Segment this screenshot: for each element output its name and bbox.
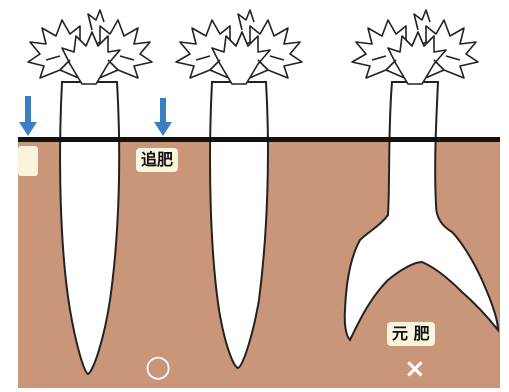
ground-line	[18, 137, 500, 142]
fertilizer-arrow-icon-2	[154, 98, 172, 136]
bad-mark: ×	[404, 356, 426, 382]
leaf-tuft-1	[28, 10, 152, 84]
fertilizer-arrow-icon-1	[19, 96, 37, 136]
leaf-tuft-3	[352, 10, 478, 84]
label-top-dressing: 追肥	[136, 148, 178, 172]
label-base-fertilizer: 元 肥	[387, 322, 435, 346]
soil-left-notch	[18, 146, 38, 176]
good-mark: ○	[145, 352, 171, 382]
leaf-tuft-2	[176, 10, 302, 84]
